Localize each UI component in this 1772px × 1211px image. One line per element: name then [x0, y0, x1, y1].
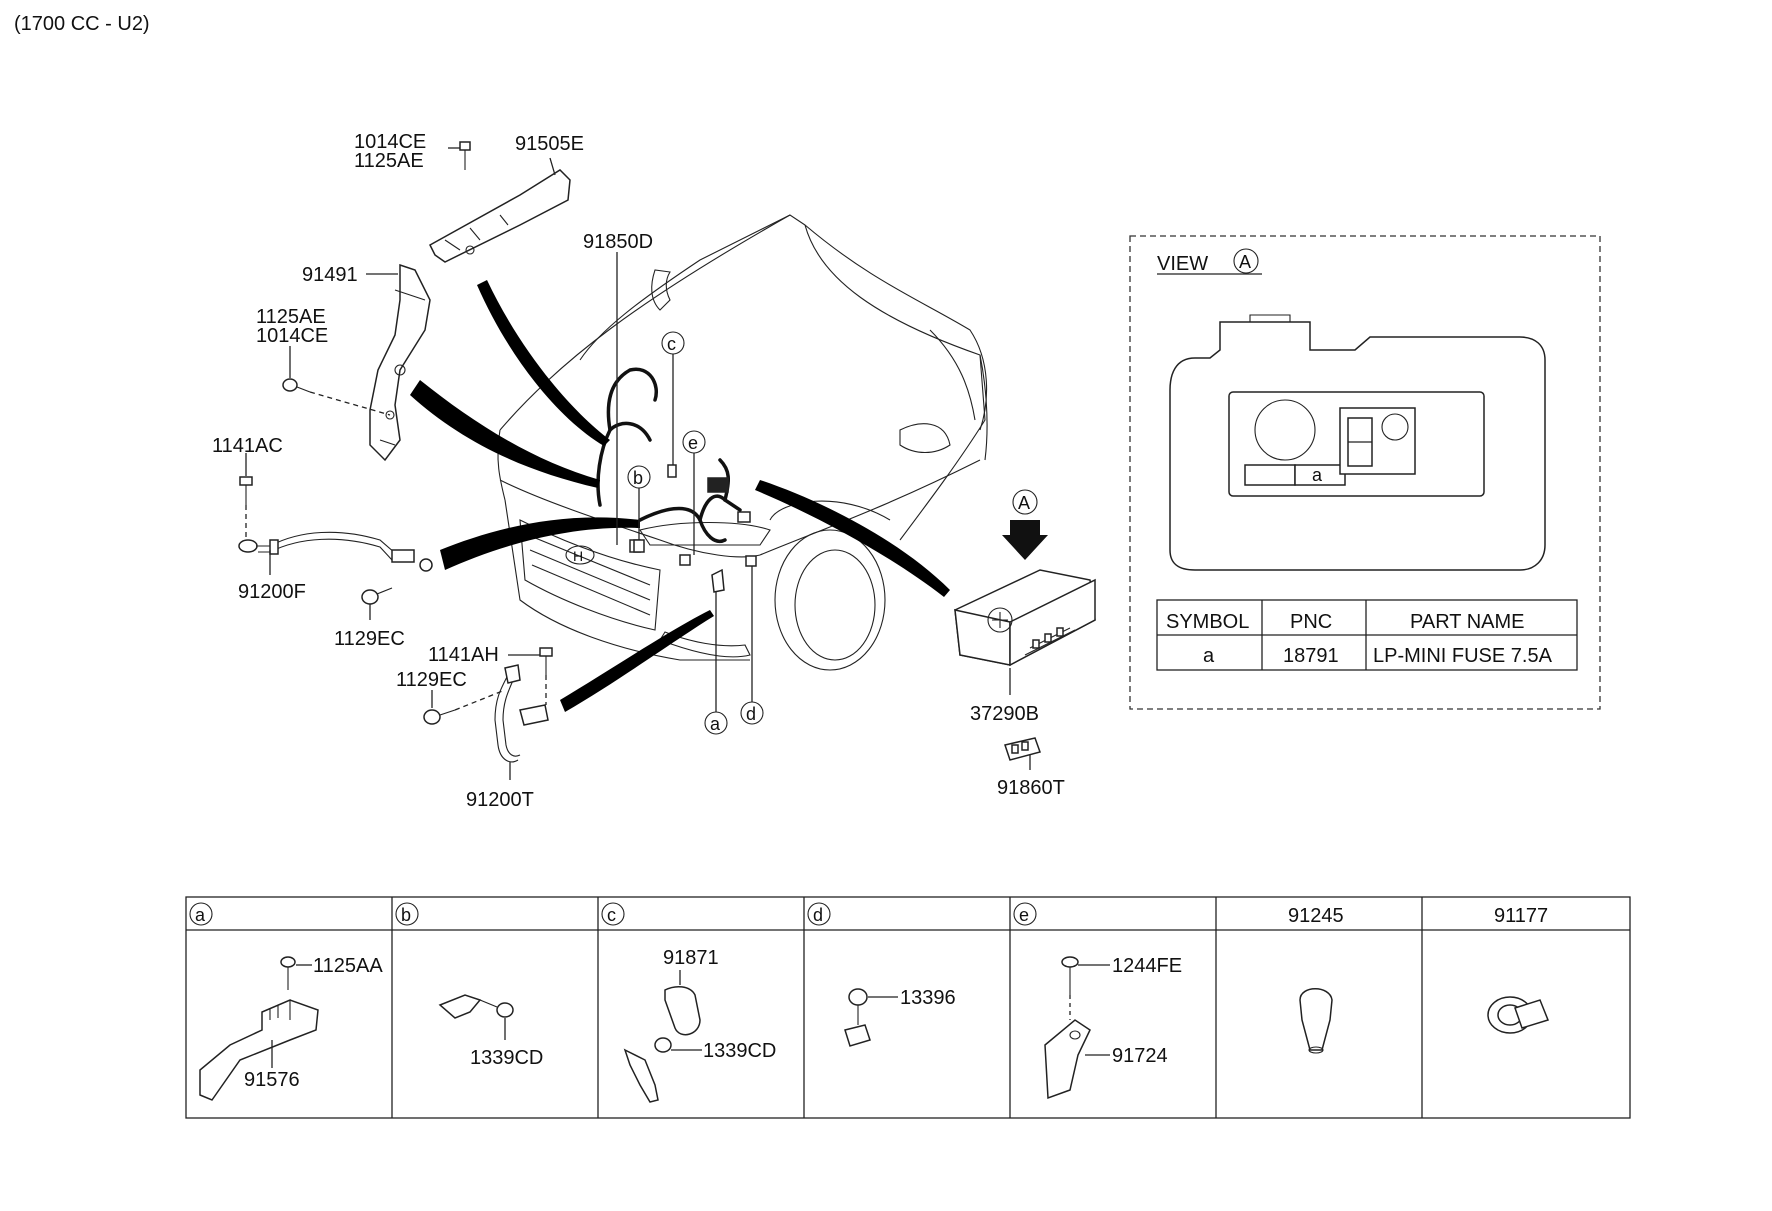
grommet-icon [1299, 988, 1333, 1054]
pointer-wedge-4 [560, 610, 714, 712]
callout-1125AE-top: 1125AE [354, 150, 424, 172]
arrow-down-icon [1002, 520, 1048, 560]
col-header-e: e [1019, 905, 1029, 925]
callout-91200F: 91200F [238, 581, 306, 603]
pointer-wedge-1 [477, 280, 610, 446]
part-1339CD-c: 1339CD [703, 1040, 776, 1062]
part-91871: 91871 [663, 947, 719, 969]
part-1125AA: 1125AA [313, 955, 383, 977]
bracket-91491 [369, 263, 431, 462]
callout-91505E: 91505E [515, 133, 584, 155]
callout-1014CE-mid: 1014CE [256, 325, 328, 347]
table-cell-pnc: 18791 [1283, 645, 1339, 667]
callout-91850D: 91850D [583, 231, 653, 253]
fuse-symbol-a: a [1312, 465, 1323, 485]
bolt-icon [361, 587, 393, 605]
svg-text:e: e [688, 433, 698, 453]
bolt-icon [239, 476, 253, 505]
view-a-panel: VIEW A a SYMBOL PNC PART NAME a 18791 LP… [1129, 235, 1601, 710]
marker-c: c [661, 331, 685, 478]
marker-a: a [704, 568, 728, 735]
view-title: VIEW [1157, 253, 1208, 275]
svg-text:d: d [746, 704, 756, 724]
marker-view-a: A [1012, 489, 1038, 515]
col-header-b: b [401, 905, 411, 925]
part-91724: 91724 [1112, 1045, 1168, 1067]
callout-1125AE-mid: 1125AE [256, 306, 326, 328]
col-header-d: d [813, 905, 823, 925]
callout-1014CE-top: 1014CE [354, 131, 426, 153]
fuse-box-icon [954, 569, 1096, 667]
part-13396: 13396 [900, 987, 956, 1009]
bolt-icon [282, 378, 311, 393]
callout-1129EC-b: 1129EC [396, 669, 467, 691]
marker-d: d [740, 555, 764, 725]
callout-1129EC-a: 1129EC [334, 628, 405, 650]
pointer-wedge-2 [410, 380, 600, 488]
callout-91200T: 91200T [466, 789, 534, 811]
pointer-wedge-3 [440, 517, 640, 570]
svg-text:H: H [573, 548, 583, 564]
part-1244FE: 1244FE [1112, 955, 1182, 977]
view-marker: A [1239, 252, 1251, 272]
col-header-91245: 91245 [1288, 905, 1344, 927]
callout-1141AH: 1141AH [428, 644, 499, 666]
bolt-icon [459, 141, 471, 170]
fuse-icon [1004, 737, 1041, 761]
bolt-icon [1061, 956, 1079, 995]
bottom-parts-table: a b c d e 91245 91177 1125AA 91576 1339C… [185, 896, 1631, 1119]
table-cell-symbol: a [1203, 645, 1215, 667]
engine-header: (1700 CC - U2) [14, 13, 150, 35]
table-header-pnc: PNC [1290, 611, 1332, 633]
grommet-icon [1487, 996, 1549, 1034]
table-header-part-name: PART NAME [1410, 611, 1524, 633]
battery-cable-icon [238, 531, 433, 572]
part-1339CD-b: 1339CD [470, 1047, 543, 1069]
callout-37290B: 37290B [970, 703, 1039, 725]
col-header-c: c [607, 905, 616, 925]
col-header-a: a [195, 905, 206, 925]
table-header-symbol: SYMBOL [1166, 611, 1249, 633]
bolt-icon [280, 956, 296, 990]
marker-e: e [682, 430, 706, 555]
svg-text:a: a [710, 714, 721, 734]
part-91576: 91576 [244, 1069, 300, 1091]
bolt-icon [539, 647, 553, 675]
callout-91860T: 91860T [997, 777, 1065, 799]
svg-text:A: A [1018, 493, 1030, 513]
col-header-91177: 91177 [1494, 905, 1548, 927]
svg-text:c: c [667, 334, 676, 354]
car-front-icon: H [497, 214, 988, 671]
bolt-icon [423, 709, 456, 725]
svg-text:b: b [633, 468, 643, 488]
table-cell-part-name: LP-MINI FUSE 7.5A [1373, 645, 1553, 667]
pointer-wedge-5 [755, 480, 950, 597]
callout-91491: 91491 [302, 264, 358, 286]
battery-cable-icon [494, 664, 549, 763]
callout-1141AC: 1141AC [212, 435, 283, 457]
marker-b: b [627, 465, 651, 553]
bracket-91505E [429, 169, 571, 263]
